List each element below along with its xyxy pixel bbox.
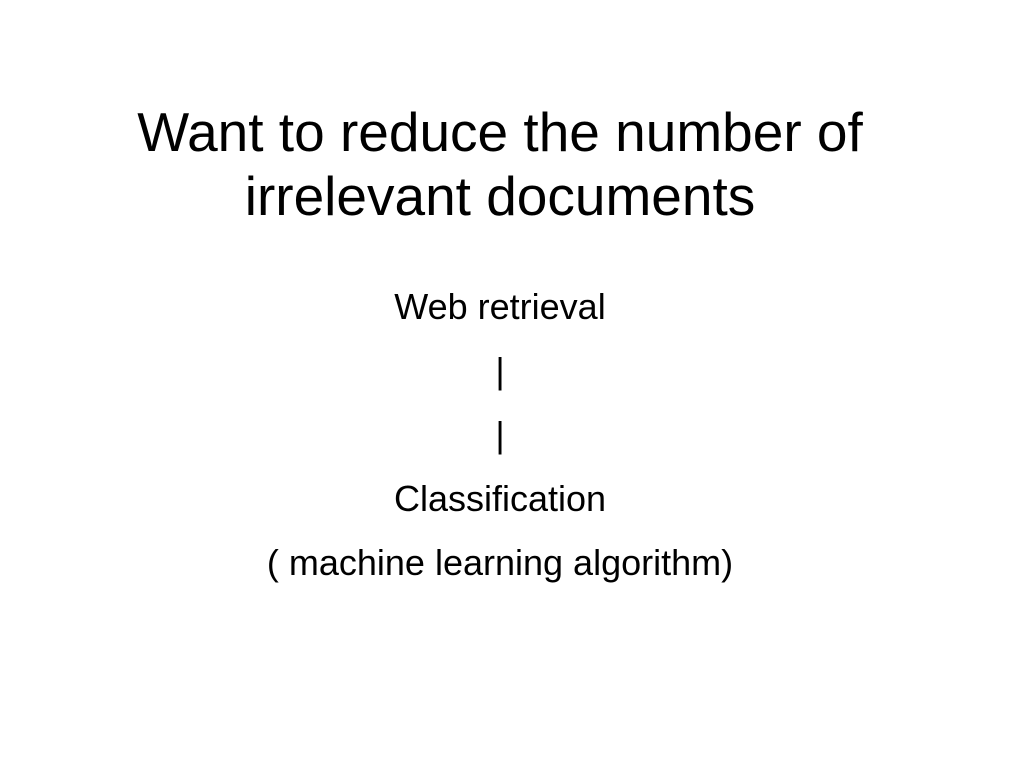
body-line-connector-2: |: [495, 414, 505, 455]
body-line-classification: Classification: [393, 478, 607, 519]
slide-body: Web retrieval | | Classification ( machi…: [0, 275, 1000, 595]
title-line-2: irrelevant documents: [244, 165, 756, 227]
title-line-1: Want to reduce the number of: [137, 101, 863, 163]
body-line-ml-algorithm: ( machine learning algorithm): [266, 542, 734, 583]
slide-title: Want to reduce the number of irrelevant …: [0, 100, 1000, 228]
body-line-web-retrieval: Web retrieval: [394, 286, 606, 327]
body-line-connector-1: |: [495, 350, 505, 391]
